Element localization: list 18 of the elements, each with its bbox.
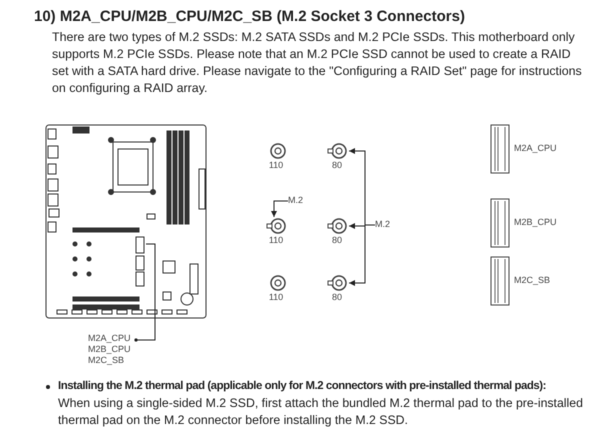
connector-label: M2A_CPU M2B_CPU M2C_SB [88, 333, 138, 369]
size-label: 80 [330, 160, 343, 170]
size-label: 110 [268, 292, 284, 302]
arrow [271, 200, 288, 218]
size-label: 80 [330, 292, 343, 302]
slot-label: M2C_SB [514, 275, 550, 285]
slot-label: M2B_CPU [514, 217, 557, 227]
callout-label: M.2 [288, 195, 312, 208]
size-label: 110 [268, 160, 284, 170]
callout-label: M.2 [375, 219, 399, 232]
body-paragraph: There are two types of M.2 SSDs: M.2 SATA SSDs and M.2 PCIe SSDs. This motherboard only supports M.2 PCIe SSDs. Please note that an M.2 PCIe SSD cannot be used to create a RAID set with a SATA hard drive. Please navigate to the "Configuring a RAID Set" page for instructions on configuring a RAID array. [52, 29, 582, 97]
size-label: 80 [330, 235, 343, 245]
bullet-heading: Installing the M.2 thermal pad (applicable only for M.2 connectors with pre-installed thermal pads): [58, 379, 547, 394]
bullet-paragraph: When using a single-sided M.2 SSD, first attach the bundled M.2 thermal pad to the pre-installed thermal pad on the M.2 connector before installing the M.2 SSD. [58, 395, 583, 429]
size-label: 110 [268, 235, 284, 245]
leader-line [134, 244, 156, 342]
section-heading: 10) M2A_CPU/M2B_CPU/M2C_SB (M.2 Socket 3 Connectors) [34, 8, 465, 25]
slot-label: M2A_CPU [514, 143, 557, 153]
